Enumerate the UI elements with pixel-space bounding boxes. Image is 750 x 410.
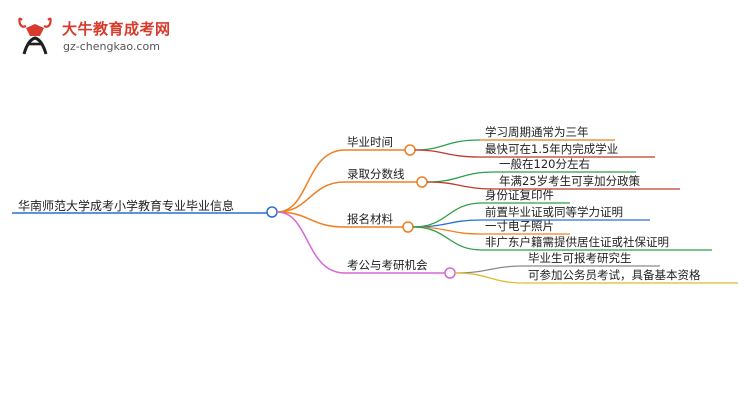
leaf-label: 前置毕业证或同等学力证明 (485, 205, 623, 219)
leaf-label: 一寸电子照片 (485, 219, 554, 233)
bull-logo-icon (18, 17, 52, 55)
root-connector-circle (266, 206, 278, 218)
leaf-label: 非广东户籍需提供居住证或社保证明 (485, 235, 669, 249)
edge-root-b1 (276, 149, 346, 213)
branch-label: 考公与考研机会 (347, 258, 428, 272)
branch-graduation-time: 毕业时间 学习周期通常为三年 最快可在1.5年内完成学业 (345, 125, 655, 158)
root-label: 华南师范大学成考小学教育专业毕业信息 (18, 198, 234, 213)
edge-root-b4 (276, 211, 346, 274)
branch-application-materials: 报名材料 身份证复印件 前置毕业证或同等学力证明 一寸电子照片 非广东户籍需提供… (345, 188, 712, 251)
leaf-label: 可参加公务员考试，具备基本资格 (528, 268, 701, 282)
root-node: 华南师范大学成考小学教育专业毕业信息 (12, 198, 278, 218)
leaf-label: 学习周期通常为三年 (485, 125, 589, 139)
site-logo[interactable]: 大牛教育成考网 gz-chengkao.com (10, 12, 185, 62)
branch-label: 报名材料 (347, 212, 393, 226)
leaf-label: 最快可在1.5年内完成学业 (485, 142, 618, 156)
logo-url: gz-chengkao.com (63, 40, 160, 53)
branch-label: 毕业时间 (347, 135, 393, 149)
leaf-label: 年满25岁考生可享加分政策 (499, 174, 641, 188)
branch-connector-circle (402, 221, 414, 233)
branch-label: 录取分数线 (347, 167, 405, 181)
logo-title: 大牛教育成考网 (62, 20, 171, 38)
branch-connector-circle (444, 267, 456, 279)
edge-root-b3 (276, 211, 346, 228)
branch-connector-circle (404, 144, 416, 156)
branch-civil-service-and-postgrad: 考公与考研机会 毕业生可报考研究生 可参加公务员考试，具备基本资格 (345, 251, 738, 284)
leaf-label: 毕业生可报考研究生 (528, 251, 632, 265)
edge-root-b2 (276, 181, 346, 213)
branch-connector-circle (416, 176, 428, 188)
leaf-label: 一般在120分左右 (499, 157, 590, 171)
leaf-label: 身份证复印件 (485, 188, 554, 202)
branch-admission-score: 录取分数线 一般在120分左右 年满25岁考生可享加分政策 (345, 157, 680, 190)
